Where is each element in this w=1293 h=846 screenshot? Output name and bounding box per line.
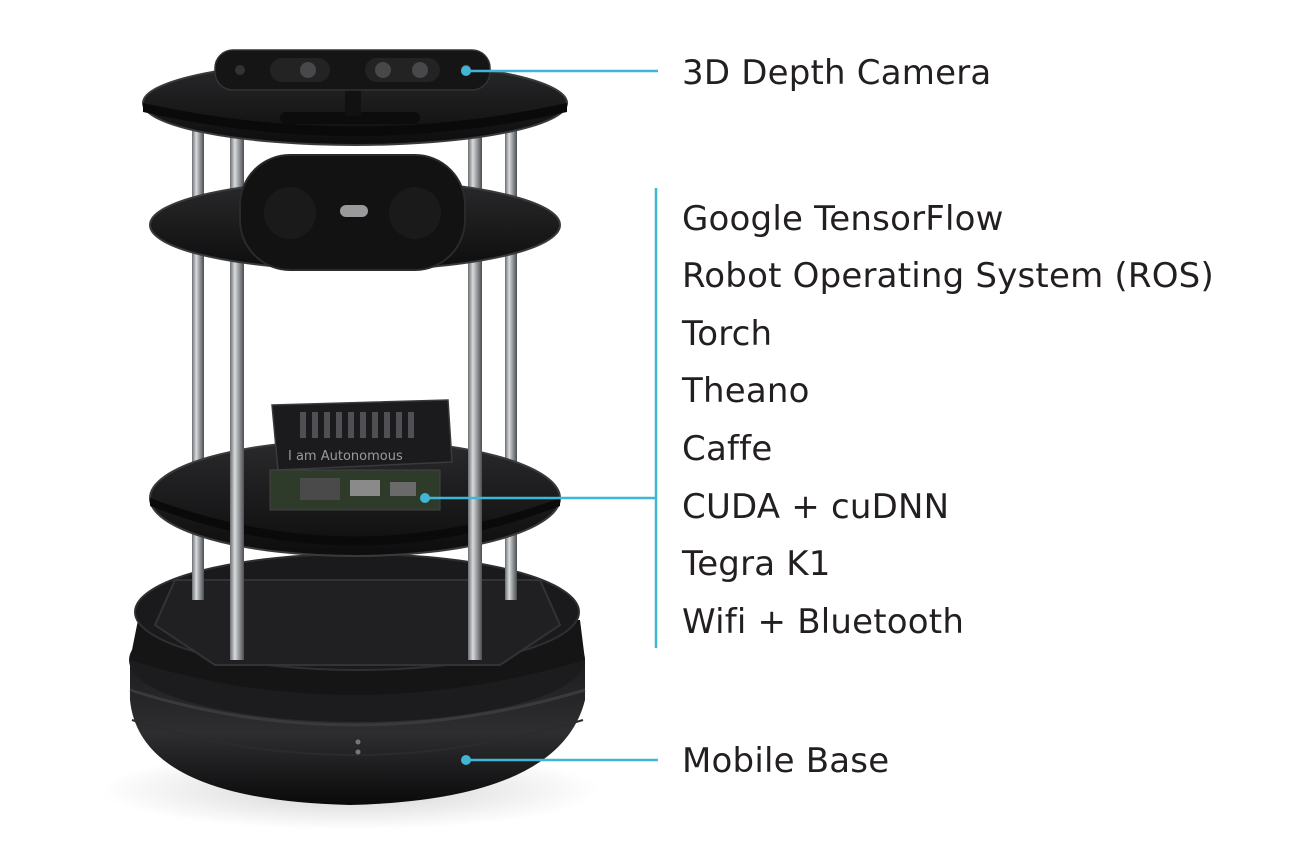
software-item: Theano <box>682 371 810 411</box>
depth-camera <box>214 49 491 91</box>
software-item: Robot Operating System (ROS) <box>682 256 1214 296</box>
camera-label: 3D Depth Camera <box>682 53 992 93</box>
base-leader-dot <box>461 755 471 765</box>
board-leader-dot <box>420 493 430 503</box>
enclosure-label: I am Autonomous <box>288 449 403 464</box>
software-item: Torch <box>682 314 773 354</box>
software-item: Google TensorFlow <box>682 199 1004 239</box>
jetson-enclosure: I am Autonomous <box>269 399 453 511</box>
camera-leader-dot <box>461 66 471 76</box>
leader-lines <box>420 66 658 765</box>
base-label: Mobile Base <box>682 741 890 781</box>
software-item: Tegra K1 <box>682 544 831 584</box>
software-item: Wifi + Bluetooth <box>682 602 965 642</box>
software-item: CUDA + cuDNN <box>682 487 950 527</box>
middle-plate <box>149 154 561 271</box>
software-item: Caffe <box>682 429 773 469</box>
